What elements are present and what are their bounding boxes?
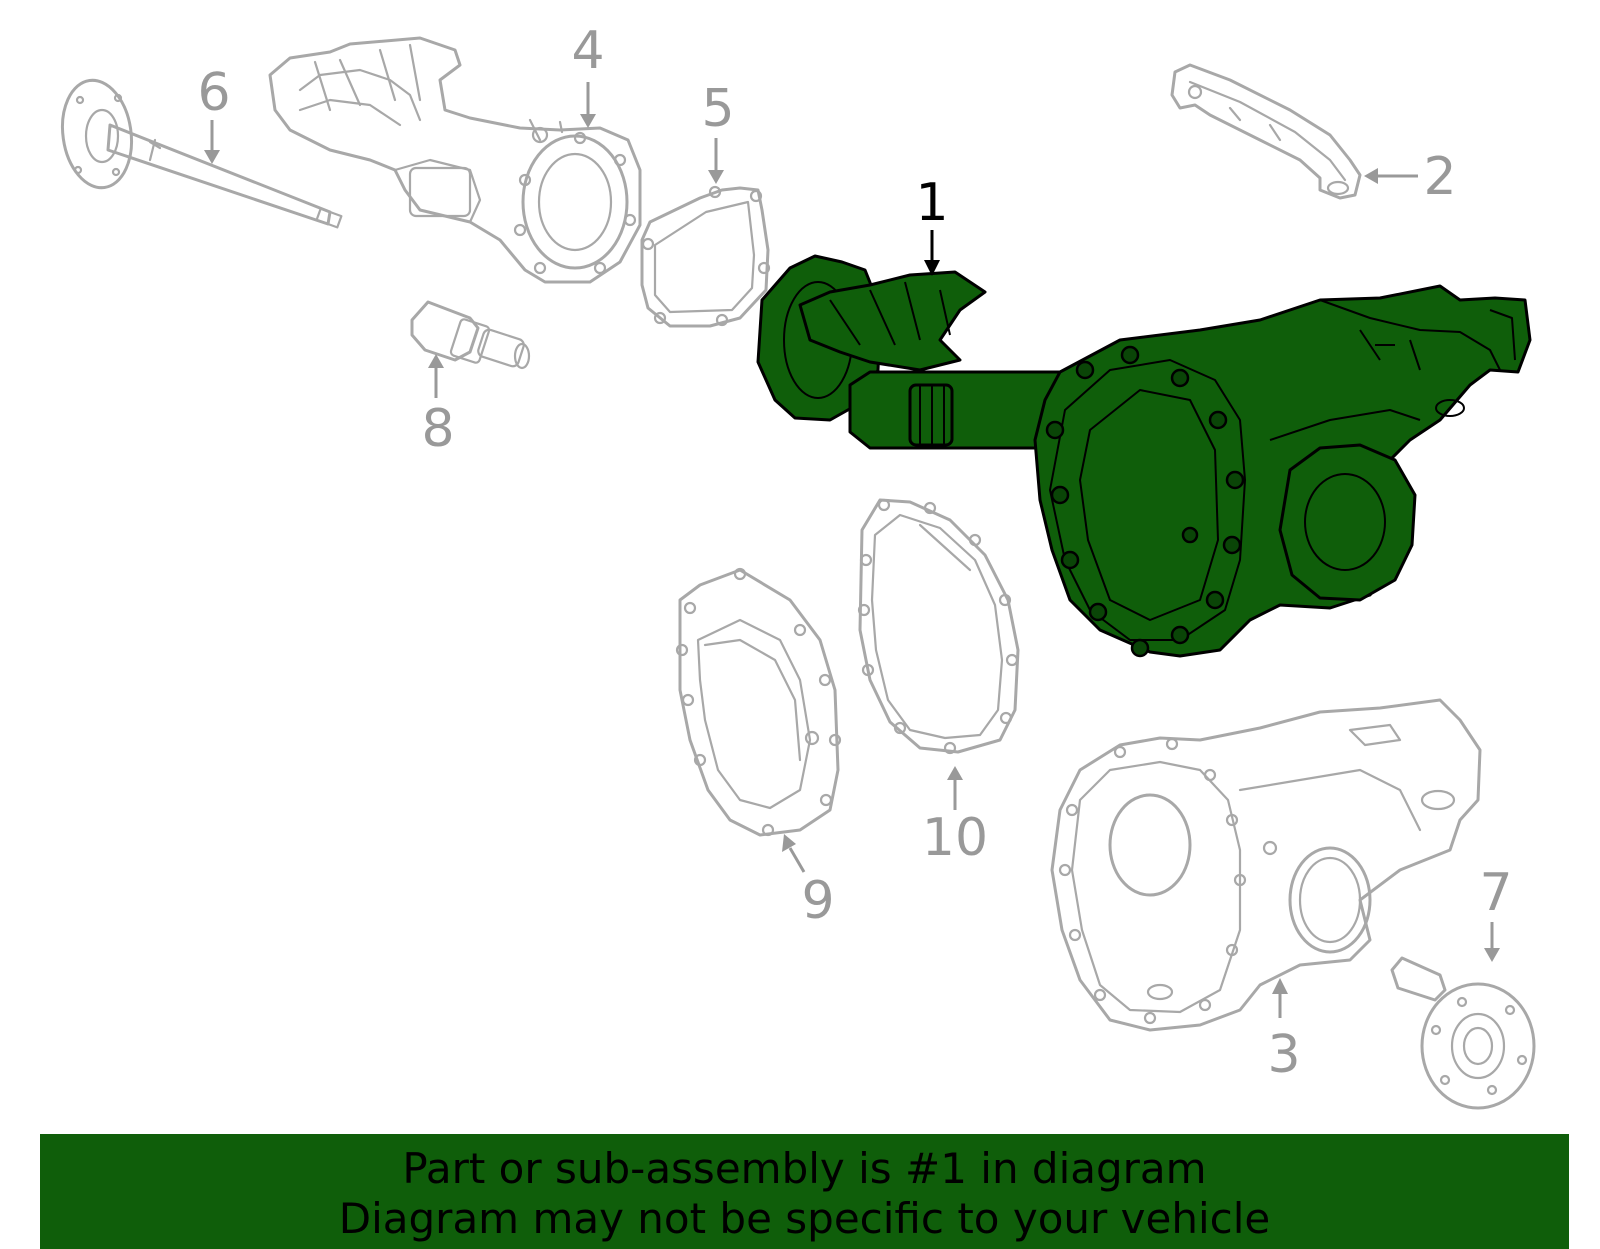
part-4-axle-housing[interactable] [268,36,642,284]
callout-arrows [204,82,1500,1018]
part-3-carrier-housing[interactable] [1050,698,1482,1032]
part-2-bracket[interactable] [1170,63,1362,200]
callout-2-number[interactable]: 2 [1423,147,1456,207]
callout-6-number[interactable]: 6 [197,63,230,123]
callout-3-number[interactable]: 3 [1267,1025,1300,1085]
callout-8-number[interactable]: 8 [421,399,454,459]
part-5-gasket[interactable] [640,185,771,328]
info-banner: Part or sub-assembly is #1 in diagram Di… [40,1134,1569,1249]
banner-line-2: Diagram may not be specific to your vehi… [338,1194,1271,1243]
part-9-diff-cover[interactable] [675,567,842,837]
banner-line-1: Part or sub-assembly is #1 in diagram [402,1144,1207,1193]
callout-4-number[interactable]: 4 [571,21,604,81]
callout-9-number[interactable]: 9 [801,871,834,931]
part-1-axle-assembly-highlighted[interactable] [756,254,1532,658]
banner-text: Part or sub-assembly is #1 in diagram Di… [40,1144,1569,1244]
callout-7-number[interactable]: 7 [1479,863,1512,923]
callout-10-number[interactable]: 10 [922,808,988,868]
part-10-cover-gasket[interactable] [857,498,1020,755]
part-7-output-flange[interactable] [1390,956,1536,1110]
callout-5-number[interactable]: 5 [701,79,734,139]
part-8-sensor[interactable] [410,300,531,370]
callout-1-number[interactable]: 1 [915,173,948,233]
part-6-axle-shaft[interactable] [56,76,343,229]
callout-numbers: 1 2 3 4 5 6 7 8 9 10 [197,21,1512,1085]
